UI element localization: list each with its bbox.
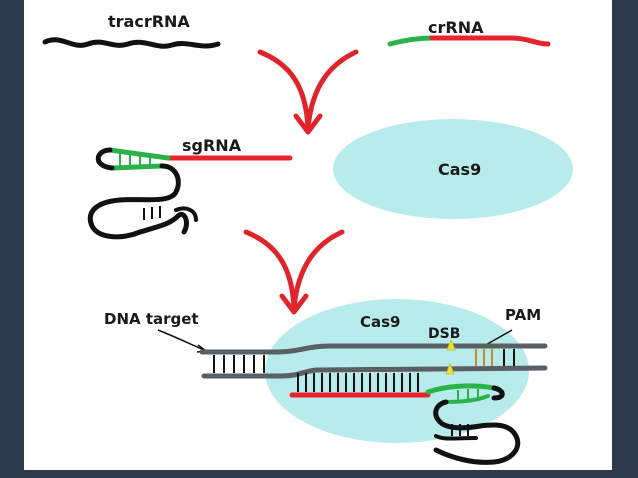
sgrna-green-top [107,147,171,161]
crrna-green-segment [387,35,435,47]
cas9-bottom-label: Cas9 [360,313,401,331]
combine-arrow-2 [243,229,345,315]
dsb-marker-bottom [445,362,455,375]
combine-arrow-1 [257,49,359,135]
crrna-label: crRNA [428,18,484,37]
guide-black-scaffold [433,385,521,465]
guide-black-tail [434,434,478,441]
tracrrna-label: tracrRNA [108,12,190,31]
guide-green-lower [444,394,490,404]
dna-right-base-pairs [503,349,515,366]
guide-scaffold-stem-pairs [451,424,469,436]
sgrna-base-pairs [119,153,151,166]
dsb-label: DSB [428,326,460,342]
pam-label: PAM [505,306,541,324]
sgrna-black-loop [87,147,189,240]
dna-top-strand [199,343,548,355]
guide-target-base-pairs [297,373,419,392]
sgrna-black-lower [174,206,198,222]
pam-base-pairs [475,349,493,366]
sgrna-molecule [87,147,293,240]
dna-left-base-pairs [213,355,265,373]
guide-green-segment [425,383,497,395]
tracrrna-strand [42,37,221,49]
sgrna-label: sgRNA [182,136,242,155]
crrna-red-segment [429,35,551,47]
dna-target-pointer [157,329,205,351]
dna-target-label: DNA target [104,310,199,328]
dna-bottom-strand [201,365,548,379]
sgrna-stem-pairs [143,206,161,220]
dsb-marker-top [446,338,456,351]
sgrna-green-bottom [109,163,165,171]
guide-scaffold-pairs [457,389,479,400]
cas9-top-label: Cas9 [438,160,481,179]
cas9-protein-top [333,119,573,219]
